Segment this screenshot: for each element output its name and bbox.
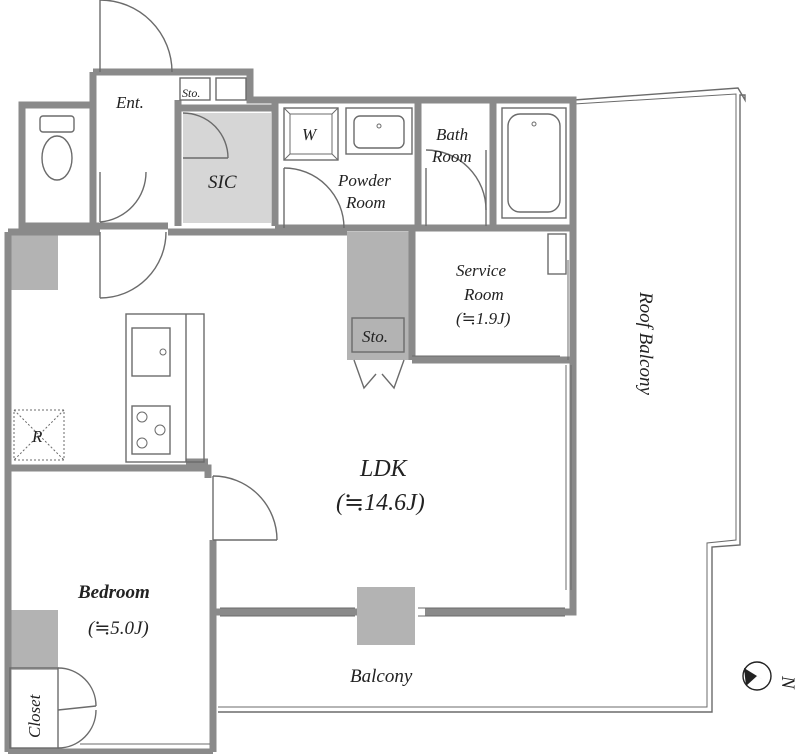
compass-icon xyxy=(742,661,772,691)
powder-room-door xyxy=(283,167,345,229)
powder-room-label-line1: Powder xyxy=(337,171,391,190)
entrance-inner-door xyxy=(99,171,167,299)
compass-label: N xyxy=(777,675,798,690)
closet xyxy=(9,667,97,749)
service-room-shelf xyxy=(547,233,567,275)
refrigerator-label: R xyxy=(31,427,43,446)
service-room-label-line1: Service xyxy=(456,261,506,280)
entrance-label: Ent. xyxy=(115,93,144,112)
storage-doors xyxy=(353,359,405,390)
service-room-area: (≒1.9J) xyxy=(456,309,511,328)
bath-room-label-line2: Room xyxy=(431,147,472,166)
refrigerator-icon xyxy=(13,409,65,461)
bath-room-door xyxy=(425,149,487,226)
bedroom-door xyxy=(212,475,278,541)
bedroom-area: (≒5.0J) xyxy=(88,618,149,639)
sic-door xyxy=(182,112,229,159)
wall-bedroom xyxy=(8,464,212,478)
ldk-label: LDK xyxy=(359,456,409,482)
washer-label: W xyxy=(302,125,318,144)
sic-label: SIC xyxy=(208,172,237,193)
column-top-left xyxy=(8,232,58,290)
entrance-storage-box xyxy=(179,77,211,101)
closet-label: Closet xyxy=(25,693,44,738)
bedroom-label: Bedroom xyxy=(77,582,150,603)
ldk-area: (≒14.6J) xyxy=(336,490,425,516)
windows xyxy=(80,260,572,745)
closet-column xyxy=(8,610,58,670)
roof-balcony-railing xyxy=(218,87,746,713)
entrance-door xyxy=(99,0,173,73)
storage-label: Sto. xyxy=(362,327,388,346)
bath-room-label-line1: Bath xyxy=(436,125,468,144)
entrance-shelf-box xyxy=(215,77,247,101)
powder-room-label-line2: Room xyxy=(345,193,386,212)
entrance-storage-label: Sto. xyxy=(182,86,200,100)
service-room-label-line2: Room xyxy=(463,285,504,304)
sic-floor xyxy=(183,113,271,223)
outer-wall-main xyxy=(93,68,577,616)
roof-balcony-railing-inner xyxy=(218,93,737,708)
bathtub-icon xyxy=(501,107,567,219)
roof-balcony-label: Roof Balcony xyxy=(635,291,656,395)
balcony-column xyxy=(357,587,415,645)
storage-box xyxy=(351,317,405,353)
sink-icon xyxy=(345,107,413,155)
washer-icon xyxy=(283,107,339,161)
kitchen-counter xyxy=(125,313,205,463)
toilet-icon xyxy=(39,115,75,181)
balcony-label: Balcony xyxy=(350,666,413,687)
storage-column xyxy=(347,232,412,360)
